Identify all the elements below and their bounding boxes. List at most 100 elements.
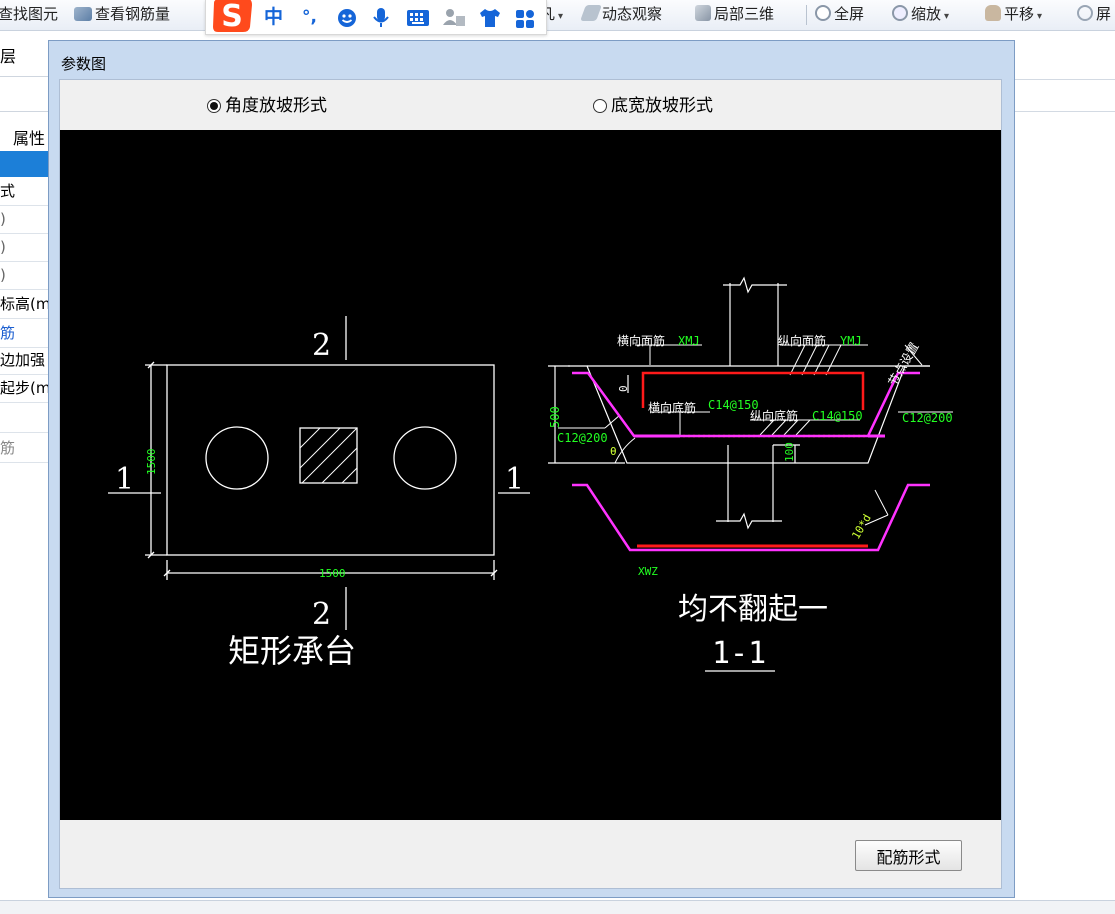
pile-circle-left	[205, 426, 269, 490]
hook-dim-line	[864, 514, 889, 526]
view-rebar-qty-button[interactable]: 查看钢筋量	[74, 3, 170, 25]
dynamic-observe-label: 动态观察	[602, 5, 663, 23]
pan-button[interactable]: 平移▾	[985, 3, 1042, 25]
toolbox-grid-icon[interactable]	[514, 8, 536, 30]
slope-angle-arc	[614, 437, 636, 464]
section-mark-bottom: 2	[312, 597, 331, 632]
label-transverse-bottom: 横向底筋	[648, 400, 696, 415]
dropdown-caret-icon: ▾	[558, 11, 564, 22]
radio-angle-slope[interactable]: 角度放坡形式	[207, 95, 327, 117]
property-row[interactable]: 筋	[0, 435, 49, 463]
skin-shirt-icon[interactable]	[478, 7, 502, 29]
zoom-button[interactable]: 缩放▾	[892, 3, 949, 25]
right-workspace	[1015, 31, 1115, 901]
selected-property-row[interactable]	[0, 151, 49, 177]
dim-text-0: 0	[617, 385, 630, 392]
note-text: 均不翻起一	[678, 592, 828, 627]
fullscreen-button[interactable]: 全屏	[815, 3, 864, 25]
radio-bottom-width-slope[interactable]: 底宽放坡形式	[593, 95, 713, 117]
dim-tick	[147, 551, 155, 559]
pan-label: 平移	[1004, 5, 1035, 23]
label-transverse-top-code: XMJ	[678, 334, 700, 348]
column-hatch-lines	[299, 427, 358, 484]
panel-divider	[0, 111, 49, 112]
label-longitudinal-bottom: 纵向底筋	[750, 408, 798, 423]
dim-text-500: 500	[548, 406, 562, 428]
pile-cap-outline	[166, 364, 495, 556]
rotate-icon	[1077, 5, 1093, 21]
rebar-qty-icon	[74, 7, 92, 21]
pile-circle-right	[393, 426, 457, 490]
fullscreen-label: 全屏	[834, 5, 865, 23]
dim-tick	[490, 569, 498, 577]
hook-label: 10*d	[849, 512, 874, 541]
radio-selected-icon	[207, 99, 221, 113]
property-row[interactable]: 标高(m	[0, 291, 49, 319]
section-mark-top: 2	[312, 328, 331, 363]
sogou-logo-icon[interactable]: S	[210, 0, 254, 35]
section-labels: 横向面筋 XMJ 纵向面筋 YMJ 节点设置 横向底筋 C14@150 纵向底筋…	[548, 333, 953, 671]
label-side-right: C12@200	[902, 411, 953, 425]
dialog-title: 参数图	[61, 55, 107, 73]
property-row[interactable]	[0, 405, 49, 433]
label-side-left: C12@200	[557, 431, 608, 445]
panel-divider	[0, 76, 49, 77]
property-row[interactable]: 起步(mm	[0, 375, 49, 403]
label-longitudinal-top: 纵向面筋	[778, 333, 826, 348]
pile-cap-plan-view	[108, 316, 530, 630]
toolbar-divider	[806, 5, 807, 25]
zoom-icon	[892, 5, 908, 21]
column-hatched	[299, 427, 358, 484]
parameter-drawing-canvas: 2 2 1 1 矩形承台 1500 1500	[60, 130, 1001, 820]
property-row[interactable]: )	[0, 206, 49, 234]
dim-tick	[163, 569, 171, 577]
local-3d-button[interactable]: 局部三维	[695, 3, 774, 25]
section-mark-right: 1	[505, 462, 524, 497]
layer-tab[interactable]: 层	[0, 47, 17, 66]
property-row[interactable]: 式	[0, 178, 49, 206]
radio-angle-slope-label: 角度放坡形式	[225, 96, 327, 116]
screen-label: 屏	[1096, 5, 1112, 23]
property-row[interactable]: 筋	[0, 320, 49, 348]
property-row[interactable]: )	[0, 234, 49, 262]
microphone-icon[interactable]	[372, 7, 390, 29]
section-name: 1-1	[712, 636, 766, 671]
bottom-rebar-detail-magenta	[572, 483, 930, 552]
property-row[interactable]: )	[0, 262, 49, 290]
find-element-button[interactable]: 查找图元	[0, 3, 58, 25]
rebar-form-button[interactable]: 配筋形式	[855, 840, 962, 871]
ime-toolbar: S 中 °,	[205, 0, 547, 35]
right-divider	[1015, 111, 1115, 112]
hook-dim-line	[874, 489, 889, 516]
dim-text-width: 1500	[319, 567, 346, 580]
ime-chinese-mode[interactable]: 中	[264, 6, 284, 28]
top-rebar-red	[641, 371, 865, 410]
slope-form-options: 角度放坡形式 底宽放坡形式	[60, 80, 1001, 131]
property-row[interactable]: 边加强	[0, 347, 49, 375]
angle-mark: θ	[610, 445, 617, 458]
radio-unselected-icon	[593, 99, 607, 113]
view-rebar-qty-label: 查看钢筋量	[95, 5, 171, 23]
emoji-icon[interactable]	[336, 8, 358, 28]
bottom-hatch-ticks	[759, 419, 811, 436]
pile-break-line	[716, 512, 782, 530]
user-accounts-icon[interactable]	[442, 7, 466, 29]
leader-node-setting	[904, 344, 923, 366]
dim-text-height: 1500	[145, 449, 158, 476]
local-3d-label: 局部三维	[714, 5, 775, 23]
dim-text-100: 100	[783, 442, 796, 462]
label-node-setting: 节点设置	[885, 340, 921, 389]
plan-caption: 矩形承台	[228, 632, 356, 670]
keyboard-icon[interactable]	[406, 9, 430, 27]
cube-icon	[695, 5, 711, 21]
dropdown-caret-icon: ▾	[1037, 11, 1043, 22]
magnifier-plus-icon	[815, 5, 831, 21]
ime-punct-mode[interactable]: °,	[302, 7, 317, 27]
right-divider	[1015, 79, 1115, 80]
find-element-label: 查找图元	[0, 5, 59, 23]
screen-button[interactable]: 屏	[1077, 3, 1111, 25]
dim-tick	[147, 361, 155, 369]
parameter-diagram-dialog: 参数图 角度放坡形式 底宽放坡形式	[48, 40, 1015, 898]
label-transverse-top: 横向面筋	[617, 333, 665, 348]
dynamic-observe-button[interactable]: 动态观察	[580, 3, 663, 25]
